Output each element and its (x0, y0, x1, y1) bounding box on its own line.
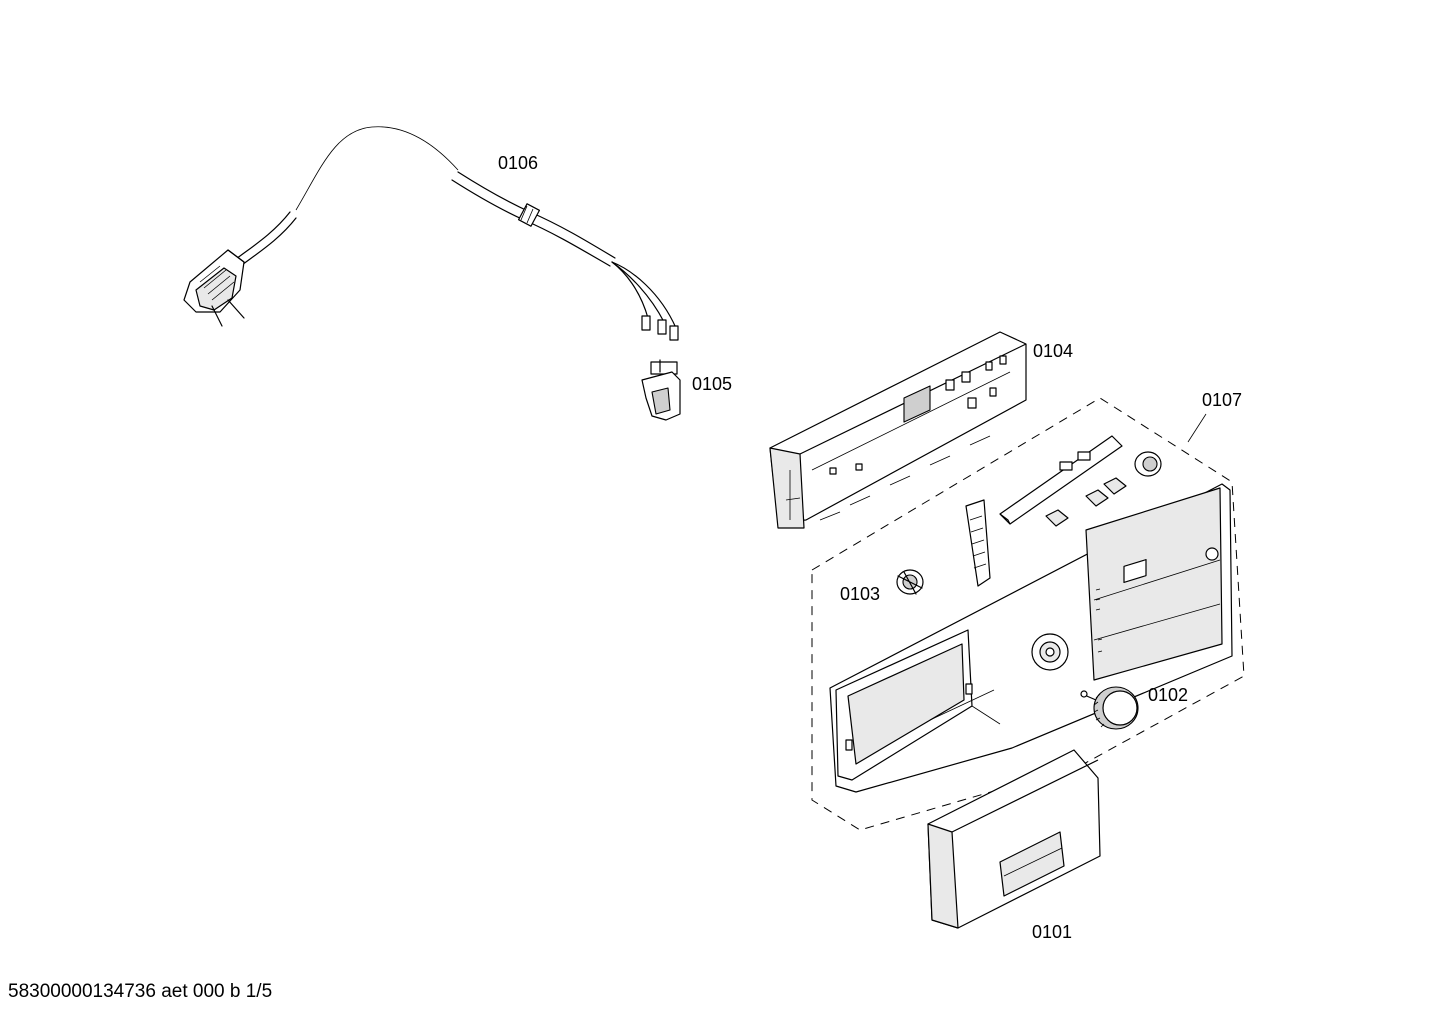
part-label-0103: 0103 (840, 584, 881, 604)
drawer-handle-part-0101[interactable] (927, 749, 1101, 929)
part-label-0106: 0106 (498, 153, 539, 173)
control-panel-fascia (829, 483, 1233, 793)
rotary-switch-part-0103[interactable] (896, 569, 924, 595)
control-module-part-0104[interactable] (769, 331, 1027, 529)
clip-part-0105[interactable] (641, 359, 681, 421)
button-bar (999, 435, 1123, 525)
part-label-0105: 0105 (692, 374, 733, 394)
document-reference-footer: 58300000134736 aet 000 b 1/5 (8, 981, 273, 1002)
leader-line-0107 (1187, 413, 1207, 443)
part-label-0101: 0101 (1032, 922, 1073, 942)
part-label-0104: 0104 (1033, 341, 1074, 361)
part-label-0102: 0102 (1148, 685, 1189, 705)
part-label-0107: 0107 (1202, 390, 1243, 410)
push-buttons (1045, 451, 1162, 527)
program-knob-part-0102[interactable] (1080, 686, 1139, 730)
light-guide-strip (965, 499, 991, 587)
power-cord-part-0106[interactable] (183, 126, 679, 341)
